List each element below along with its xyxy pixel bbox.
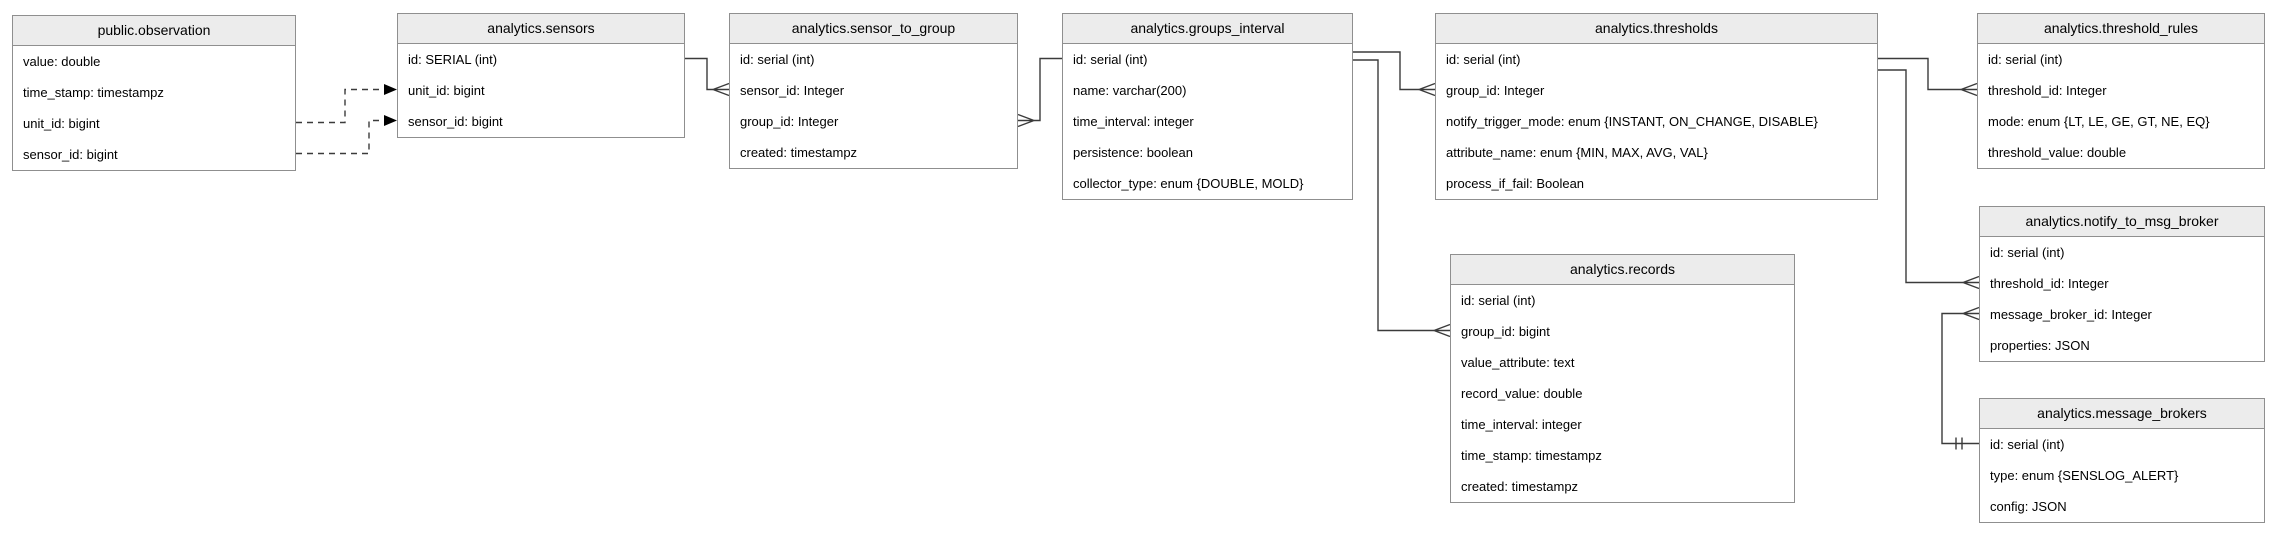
table-field: time_interval: integer (1461, 417, 1582, 432)
table-title: analytics.records (1451, 255, 1794, 285)
table-title: analytics.thresholds (1436, 14, 1877, 44)
table-field: id: serial (int) (1446, 52, 1521, 67)
rel-thresholds-id-to-threshold-rules-threshold-id (1878, 57, 1978, 97)
table-field: persistence: boolean (1073, 145, 1193, 160)
table-title: analytics.groups_interval (1063, 14, 1352, 44)
table-field: name: varchar(200) (1073, 83, 1187, 98)
table-field: sensor_id: bigint (408, 114, 503, 129)
table-field: group_id: Integer (1446, 83, 1545, 98)
rel-message-brokers-id-to-notify-message-broker-id (1941, 306, 1980, 450)
table-analytics-notify-to-msg-broker[interactable]: analytics.notify_to_msg_broker id: serial… (1979, 206, 2265, 362)
table-field: unit_id: bigint (23, 116, 100, 131)
table-field: id: serial (int) (1990, 437, 2065, 452)
table-field: time_stamp: timestampz (1461, 448, 1602, 463)
table-field: threshold_id: Integer (1988, 83, 2107, 98)
table-field: id: serial (int) (1990, 245, 2065, 260)
table-analytics-thresholds[interactable]: analytics.thresholds id: serial (int) grou… (1435, 13, 1878, 200)
table-field: id: SERIAL (int) (408, 52, 498, 67)
rel-observation-sensor-id-to-sensors-sensor-id (296, 115, 397, 155)
table-field: message_broker_id: Integer (1990, 307, 2152, 322)
table-title: analytics.sensors (398, 14, 684, 44)
table-title: analytics.message_brokers (1980, 399, 2264, 429)
table-analytics-threshold-rules[interactable]: analytics.threshold_rules id: serial (int… (1977, 13, 2265, 169)
table-field: properties: JSON (1990, 338, 2090, 353)
table-analytics-sensors[interactable]: analytics.sensors id: SERIAL (int) unit_id… (397, 13, 685, 138)
table-analytics-groups-interval[interactable]: analytics.groups_interval id: serial (int… (1062, 13, 1353, 200)
table-field: id: serial (int) (1988, 52, 2063, 67)
table-field: process_if_fail: Boolean (1446, 176, 1585, 191)
table-field: time_stamp: timestampz (23, 85, 164, 100)
table-field: created: timestampz (1461, 479, 1579, 494)
table-field: group_id: Integer (740, 114, 839, 129)
rel-sensors-id-to-sensor-to-group-sensor-id (685, 57, 730, 97)
rel-thresholds-id-to-notify-threshold-id (1878, 69, 1980, 290)
table-field: attribute_name: enum {MIN, MAX, AVG, VAL… (1446, 145, 1708, 160)
table-analytics-sensor-to-group[interactable]: analytics.sensor_to_group id: serial (int… (729, 13, 1018, 169)
table-public-observation[interactable]: public.observation value: double time_stam… (12, 15, 296, 171)
table-field: time_interval: integer (1073, 114, 1194, 129)
table-field: id: serial (int) (1461, 293, 1536, 308)
table-title: analytics.notify_to_msg_broker (1980, 207, 2264, 237)
table-field: unit_id: bigint (408, 83, 485, 98)
table-field: id: serial (int) (1073, 52, 1148, 67)
table-analytics-message-brokers[interactable]: analytics.message_brokers id: serial (int… (1979, 398, 2265, 523)
table-field: collector_type: enum {DOUBLE, MOLD} (1073, 176, 1304, 191)
table-field: mode: enum {LT, LE, GE, GT, NE, EQ} (1988, 114, 2210, 129)
rel-groups-interval-id-to-sensor-to-group-group-id (1017, 57, 1062, 128)
table-field: sensor_id: bigint (23, 147, 118, 162)
table-field: id: serial (int) (740, 52, 815, 67)
table-field: value: double (23, 54, 101, 69)
table-field: threshold_id: Integer (1990, 276, 2109, 291)
table-field: record_value: double (1461, 386, 1583, 401)
table-field: value_attribute: text (1461, 355, 1575, 370)
table-field: type: enum {SENSLOG_ALERT} (1990, 468, 2179, 483)
table-field: sensor_id: Integer (740, 83, 845, 98)
table-field: threshold_value: double (1988, 145, 2127, 160)
table-field: notify_trigger_mode: enum {INSTANT, ON_C… (1446, 114, 1818, 129)
table-analytics-records[interactable]: analytics.records id: serial (int) group_i… (1450, 254, 1795, 503)
table-field: group_id: bigint (1461, 324, 1550, 339)
table-title: analytics.sensor_to_group (730, 14, 1017, 44)
table-field: config: JSON (1990, 499, 2067, 514)
rel-groups-interval-id-to-thresholds-group-id (1353, 51, 1436, 97)
table-title: public.observation (13, 16, 295, 46)
table-field: created: timestampz (740, 145, 858, 160)
rel-observation-unit-id-to-sensors-unit-id (296, 84, 397, 124)
table-title: analytics.threshold_rules (1978, 14, 2264, 44)
